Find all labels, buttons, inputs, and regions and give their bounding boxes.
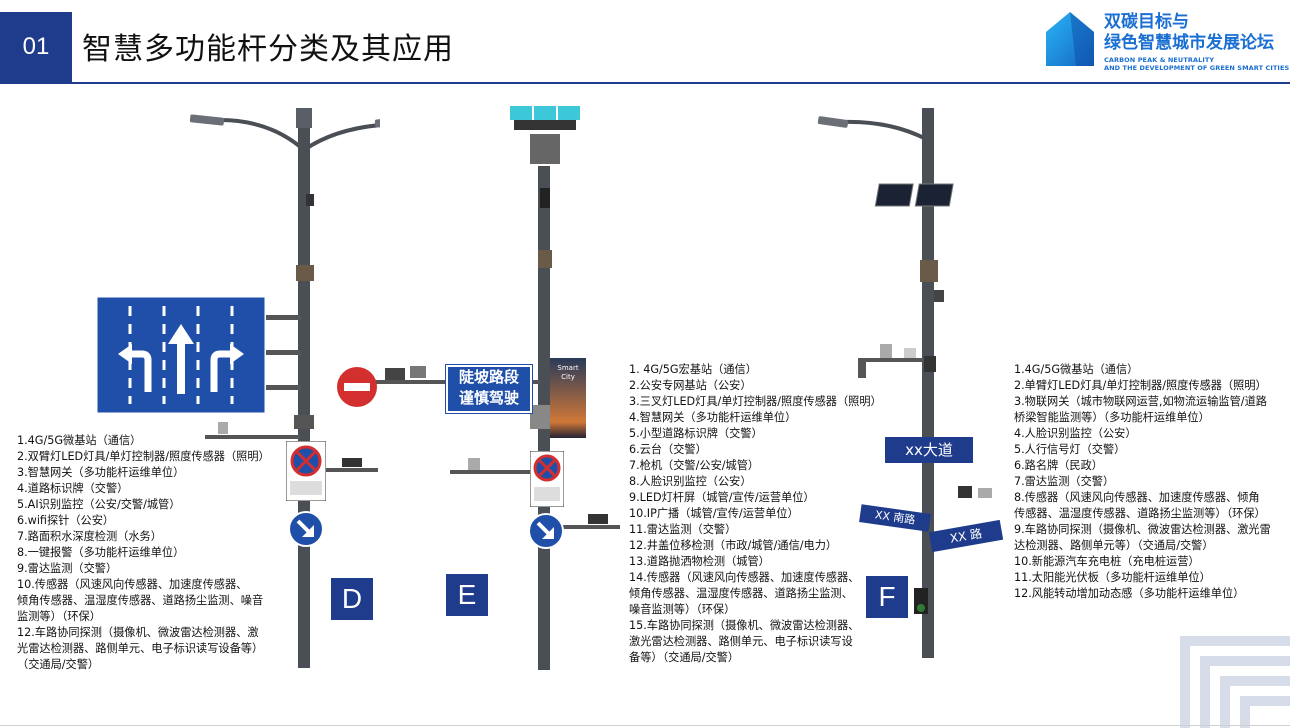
list-item: 7.雷达监测（交警） <box>1014 475 1115 488</box>
sign-line1: 陡坡路段 <box>458 368 519 386</box>
list-item: 2.单臂灯LED灯具/单灯控制器/照度传感器（照明） <box>1014 379 1267 392</box>
list-item: 监测等）（环保） <box>17 610 101 623</box>
logo-subtitle-line1: CARBON PEAK & NEUTRALITY <box>1104 56 1215 64</box>
list-item: 10.传感器（风速风向传感器、加速度传感器、 <box>17 578 248 591</box>
list-item: 9.雷达监测（交警） <box>17 562 118 575</box>
list-item: 7.路面积水深度检测（水务） <box>17 530 162 543</box>
list-item: 5.人行信号灯（交警） <box>1014 443 1126 456</box>
title-divider <box>0 82 1290 84</box>
list-item: 2.公安专网基站（公安） <box>629 379 752 392</box>
list-item: 1. 4G/5G宏基站（通信） <box>629 363 757 376</box>
list-item: 12.车路协同探测（摄像机、微波雷达检测器、激 <box>17 626 259 639</box>
list-item: 噪音监测等）（环保） <box>629 603 736 616</box>
list-item: 桥梁智能监测等）（多功能杆运维单位） <box>1014 411 1210 424</box>
screen-line2: City <box>561 373 575 381</box>
list-item: 10.新能源汽车充电桩（充电桩运营） <box>1014 555 1200 568</box>
pole-d-feature-list: 1.4G/5G微基站（通信） 2.双臂灯LED灯具/单灯控制器/照度传感器（照明… <box>17 433 270 673</box>
corner-decoration-icon <box>1180 636 1290 728</box>
list-item: 9.LED灯杆屏（城管/宣传/运营单位） <box>629 491 815 504</box>
list-item: 传感器、温湿度传感器、道路扬尘监测等）（环保） <box>1014 507 1266 520</box>
list-item: 1.4G/5G微基站（通信） <box>1014 363 1139 376</box>
section-number: 01 <box>0 12 72 82</box>
list-item: 14.传感器（风速风向传感器、加速度传感器、 <box>629 571 860 584</box>
pole-f-illustration <box>817 108 992 658</box>
list-item: 达检测器、路侧单元等）（交通局/交警） <box>1014 539 1214 552</box>
no-entry-sign-icon <box>337 367 377 407</box>
list-item: 备等）（交通局/交警） <box>629 651 740 664</box>
road-name-sign: xx大道 <box>885 437 973 463</box>
list-item: 13.道路抛洒物检测（城管） <box>629 555 770 568</box>
list-item: 6.云台（交警） <box>629 443 707 456</box>
list-item: （交通局/交警） <box>17 658 100 671</box>
steep-slope-warning-sign: 陡坡路段 谨慎驾驶 <box>445 364 533 414</box>
keep-right-sign-icon <box>528 513 564 549</box>
list-item: 12.风能转动增加动态感（多功能杆运维单位） <box>1014 587 1245 600</box>
list-item: 1.4G/5G微基站（通信） <box>17 434 142 447</box>
no-parking-sign-icon <box>286 441 326 501</box>
logo-title: 双碳目标与 绿色智慧城市发展论坛 <box>1104 12 1274 54</box>
list-item: 激光雷达检测器、路侧单元、电子标识读写设 <box>629 635 853 648</box>
list-item: 3.三叉灯LED灯具/单灯控制器/照度传感器（照明） <box>629 395 882 408</box>
pole-e-illustration <box>340 106 620 670</box>
list-item: 光雷达检测器、路侧单元、电子标识读写设备等） <box>17 642 264 655</box>
list-item: 3.智慧网关（多功能杆运维单位） <box>17 466 185 479</box>
pole-f-feature-list: 1.4G/5G微基站（通信） 2.单臂灯LED灯具/单灯控制器/照度传感器（照明… <box>1014 362 1271 602</box>
list-item: 6.wifi探针（公安） <box>17 514 115 527</box>
pole-f-label: F <box>866 576 908 618</box>
logo-title-line2: 绿色智慧城市发展论坛 <box>1104 33 1274 53</box>
list-item: 倾角传感器、温湿度传感器、道路扬尘监测、噪音 <box>17 594 264 607</box>
list-item: 4.人脸识别监控（公安） <box>1014 427 1137 440</box>
page-title: 智慧多功能杆分类及其应用 <box>82 32 454 67</box>
list-item: 8.人脸识别监控（公安） <box>629 475 752 488</box>
forum-logo-icon <box>1046 12 1094 66</box>
sign-line2: 谨慎驾驶 <box>458 389 519 407</box>
pole-e-feature-list: 1. 4G/5G宏基站（通信） 2.公安专网基站（公安） 3.三叉灯LED灯具/… <box>629 362 882 666</box>
list-item: 5.AI识别监控（公安/交警/城管） <box>17 498 181 511</box>
list-item: 10.IP广播（城管/宣传/运营单位） <box>629 507 799 520</box>
list-item: 4.道路标识牌（交警） <box>17 482 129 495</box>
logo-subtitle-line2: AND THE DEVELOPMENT OF GREEN SMART CITIE… <box>1104 64 1290 72</box>
list-item: 2.双臂灯LED灯具/单灯控制器/照度传感器（照明） <box>17 450 270 463</box>
list-item: 8.传感器（风速风向传感器、加速度传感器、倾角 <box>1014 491 1260 504</box>
no-parking-sign-icon <box>530 451 564 507</box>
list-item: 9.车路协同探测（摄像机、微波雷达检测器、激光雷 <box>1014 523 1271 536</box>
list-item: 15.车路协同探测（摄像机、微波雷达检测器、 <box>629 619 860 632</box>
logo-title-line1: 双碳目标与 <box>1104 12 1189 32</box>
list-item: 4.智慧网关（多功能杆运维单位） <box>629 411 797 424</box>
list-item: 12.井盖位移检测（市政/城管/通信/电力） <box>629 539 838 552</box>
screen-line1: Smart <box>557 364 579 372</box>
list-item: 倾角传感器、温湿度传感器、道路扬尘监测、 <box>629 587 853 600</box>
keep-right-sign-icon <box>288 511 324 547</box>
lane-direction-sign-icon <box>96 296 266 414</box>
pole-d-label: D <box>331 578 373 620</box>
list-item: 11.太阳能光伏板（多功能杆运维单位） <box>1014 571 1211 584</box>
bottom-divider <box>0 725 1290 726</box>
list-item: 8.一键报警（多功能杆运维单位） <box>17 546 185 559</box>
list-item: 7.枪机（交警/公安/城管） <box>629 459 760 472</box>
list-item: 3.物联网关（城市物联网运营,如物流运输监管/道路 <box>1014 395 1267 408</box>
pole-e-label: E <box>446 574 488 616</box>
list-item: 11.雷达监测（交警） <box>629 523 737 536</box>
list-item: 5.小型道路标识牌（交警） <box>629 427 763 440</box>
list-item: 6.路名牌（民政） <box>1014 459 1103 472</box>
logo-subtitle: CARBON PEAK & NEUTRALITY AND THE DEVELOP… <box>1104 56 1289 72</box>
led-pole-screen: Smart City <box>550 358 586 438</box>
